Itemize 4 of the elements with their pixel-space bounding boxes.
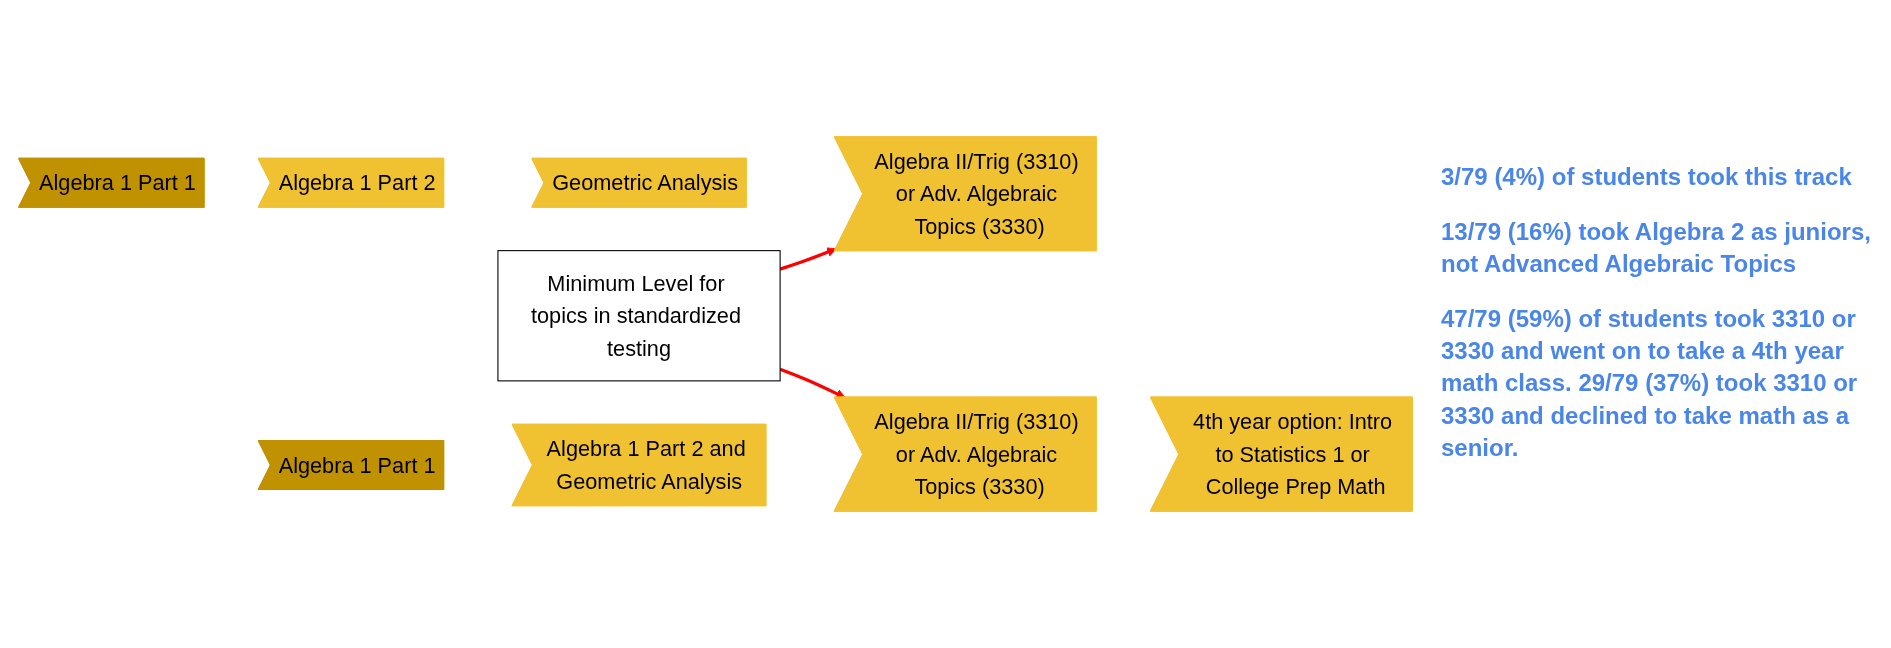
note-text: 47/79 (59%) of students took 3310 or 3330 and went on to take a 4th year math class. 29/79 (37%) took 3310 or 3330 and declined to take math as a senior. — [1441, 303, 1859, 464]
note-text: 13/79 (16%) took Algebra 2 as juniors, not Advanced Algebraic Topics — [1441, 216, 1872, 280]
note-text: 3/79 (4%) of students took this track — [1441, 162, 1853, 193]
node-box: Minimum Level for topics in standardized testing — [497, 250, 781, 382]
